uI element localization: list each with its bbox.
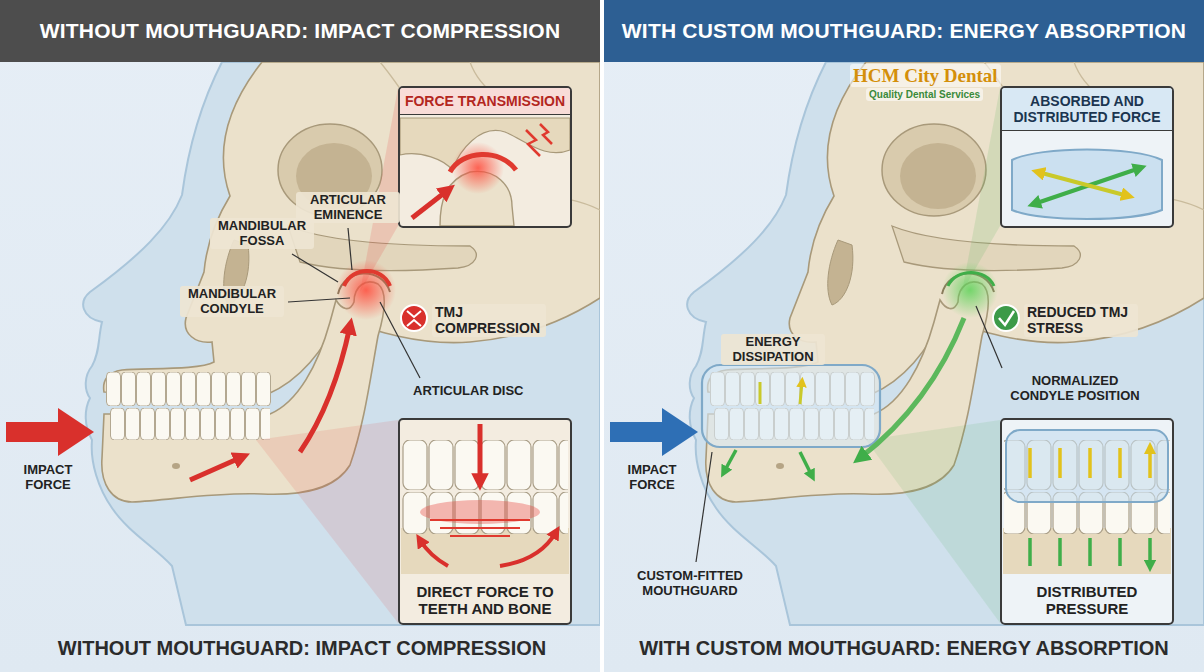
joint-glow — [336, 260, 396, 320]
stress-lines — [430, 520, 530, 536]
watermark: Quality Dental Services — [866, 88, 983, 101]
lower-teeth — [110, 408, 270, 440]
warning-icon-mark — [407, 311, 421, 326]
pressure-arrow — [1030, 448, 1150, 478]
joint-glow — [452, 142, 504, 194]
inset-box: ABSORBED AND DISTRIBUTED FORCE — [1000, 86, 1174, 228]
header-title: WITH CUSTOM MOUTHGUARD: ENERGY ABSORPTIO… — [622, 19, 1186, 43]
mouthguard-closeup — [1012, 150, 1162, 220]
mouthguard — [702, 365, 880, 447]
dissipation-arrow — [760, 382, 802, 404]
inset-ground — [1000, 418, 1174, 625]
inset-ground — [1000, 86, 1174, 228]
leader-line — [292, 254, 338, 282]
force-arrow — [412, 190, 448, 218]
force-arrow — [500, 532, 556, 566]
teeth-closeup — [402, 440, 568, 490]
effect-label: ENERGY DISSIPATION — [721, 334, 825, 365]
check-icon — [993, 305, 1019, 331]
watermark: HCM City Dental — [850, 64, 1001, 87]
leader-line — [976, 306, 1002, 368]
mouthguard-closeup — [1006, 430, 1168, 502]
impact-arrow — [610, 408, 698, 456]
header-title: WITHOUT MOUTHGUARD: IMPACT COMPRESSION — [40, 19, 561, 43]
status-label: REDUCED TMJ STRESS — [1024, 304, 1138, 337]
upper-teeth — [106, 372, 271, 406]
inset-title: DISTRIBUTED PRESSURE — [1002, 579, 1172, 624]
panel-divider — [600, 0, 604, 672]
anatomy-label: NORMALIZED CONDYLE POSITION — [1000, 373, 1150, 404]
dissipation-arrow — [724, 450, 736, 472]
joint-glow — [942, 262, 998, 318]
panel-caption: WITH CUSTOM MOUTHGUARD: ENERGY ABSORPTIO… — [636, 636, 1172, 660]
force-label: IMPACT FORCE — [8, 462, 88, 493]
leader-line — [380, 302, 420, 378]
distribution-arrow — [1038, 172, 1128, 196]
articular-disc-compressed — [344, 271, 390, 286]
status-label: TMJ COMPRESSION — [432, 304, 546, 337]
inset-ground — [398, 418, 572, 625]
panel-ground — [0, 0, 600, 672]
dissipation-arrow — [800, 452, 812, 476]
anatomy-label: ARTICULAR DISC — [410, 383, 527, 400]
leader-line — [696, 452, 712, 562]
inset-title: DIRECT FORCE TO TEETH AND BONE — [400, 579, 570, 624]
mental-foramen — [172, 463, 180, 469]
force-beam — [256, 420, 398, 623]
face-silhouette — [83, 62, 600, 625]
disc-closeup — [450, 154, 516, 172]
impact-spark — [526, 124, 552, 156]
absorb-arrow — [860, 318, 964, 458]
panel-ground — [604, 0, 1204, 672]
absorb-beam — [962, 88, 1000, 292]
skull-illustration — [83, 62, 600, 625]
distribution-arrow — [1034, 168, 1140, 204]
inset-box: DIRECT FORCE TO TEETH AND BONE — [398, 418, 572, 625]
force-arrow — [478, 424, 483, 482]
jaw-bone — [1003, 528, 1171, 574]
impact-arrow — [6, 408, 94, 456]
anatomy-label: MANDIBULAR FOSSA — [210, 218, 314, 249]
jaw-bone — [401, 528, 569, 574]
pressure-arrow — [1030, 538, 1150, 566]
header-band: WITH CUSTOM MOUTHGUARD: ENERGY ABSORPTIO… — [604, 0, 1204, 62]
check-icon-mark — [999, 311, 1014, 325]
inset-box: DISTRIBUTED PRESSURE — [1000, 418, 1174, 625]
anatomy-label: MANDIBULAR CONDYLE — [180, 286, 284, 317]
force-arrow — [190, 457, 242, 480]
force-arrow — [420, 540, 448, 566]
inset-title: FORCE TRANSMISSION — [400, 88, 570, 115]
panel-caption: WITHOUT MOUTHGUARD: IMPACT COMPRESSION — [55, 636, 550, 660]
force-arrow — [300, 326, 350, 452]
inset-title: ABSORBED AND DISTRIBUTED FORCE — [1002, 88, 1172, 131]
skull-illustration — [687, 62, 1204, 625]
header-band: WITHOUT MOUTHGUARD: IMPACT COMPRESSION — [0, 0, 600, 62]
inset-ground — [398, 86, 572, 228]
force-label: IMPACT FORCE — [612, 462, 692, 493]
inset-box: FORCE TRANSMISSION — [398, 86, 572, 228]
absorb-beam — [866, 420, 1000, 623]
part-label: CUSTOM-FITTED MOUTHGUARD — [619, 568, 761, 599]
articular-disc-normal — [948, 273, 994, 287]
leader-line — [348, 228, 352, 270]
leader-line — [288, 298, 350, 302]
warning-icon — [401, 305, 427, 331]
